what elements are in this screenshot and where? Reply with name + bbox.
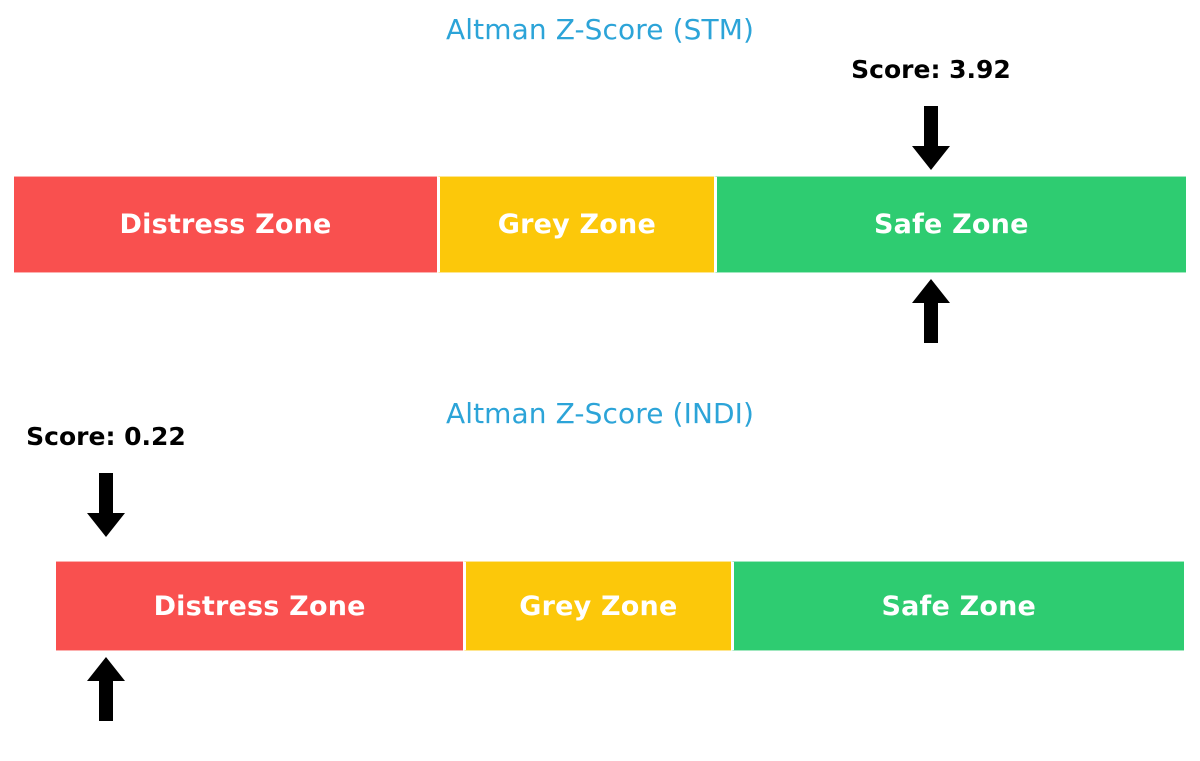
gauge-panel-stm: Altman Z-Score (STM) Score: 3.92 Distres… [0,0,1200,380]
zone-segment-safe-stm[interactable]: Safe Zone [713,176,1186,273]
zone-label-grey-stm: Grey Zone [497,209,656,240]
score-label-indi: Score: 0.22 [26,422,186,451]
zone-bar-indi: Distress Zone Grey Zone Safe Zone [56,561,1184,651]
zone-segment-distress-indi[interactable]: Distress Zone [56,561,464,651]
gauge-panel-indi: Altman Z-Score (INDI) Score: 0.22 Distre… [0,380,1200,761]
down-arrow-icon-stm [910,106,952,172]
score-label-stm: Score: 3.92 [851,55,1011,84]
chart-title-stm: Altman Z-Score (STM) [446,13,754,46]
zone-label-grey-indi: Grey Zone [519,590,678,622]
zone-label-distress-stm: Distress Zone [119,209,332,240]
zone-label-distress-indi: Distress Zone [153,590,366,622]
zone-label-safe-indi: Safe Zone [881,590,1037,622]
down-arrow-icon-indi [85,473,127,539]
zone-label-safe-stm: Safe Zone [874,209,1029,240]
zone-bar-stm: Distress Zone Grey Zone Safe Zone [14,176,1186,273]
up-arrow-icon-stm [910,277,952,343]
chart-title-indi: Altman Z-Score (INDI) [445,397,755,430]
up-arrow-icon-indi [85,655,127,721]
zone-segment-grey-indi[interactable]: Grey Zone [463,561,731,651]
zone-segment-safe-indi[interactable]: Safe Zone [730,561,1184,651]
zone-segment-distress-stm[interactable]: Distress Zone [14,176,438,273]
zone-segment-grey-stm[interactable]: Grey Zone [437,176,714,273]
